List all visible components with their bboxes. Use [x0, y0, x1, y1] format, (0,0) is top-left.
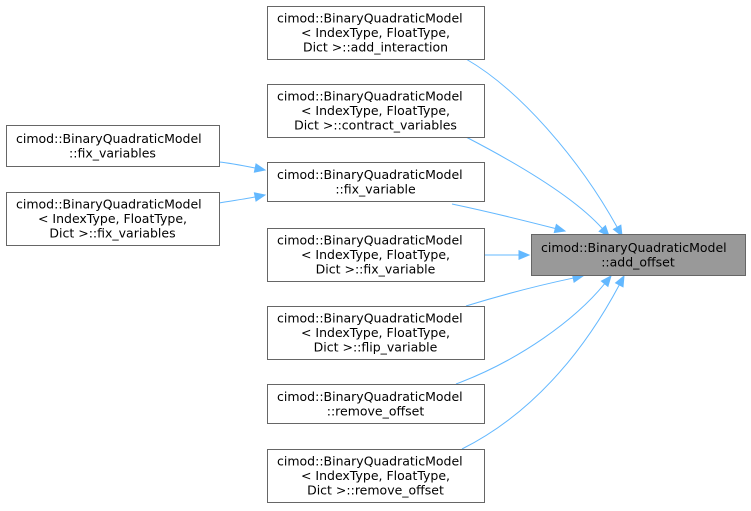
- node-fix_variables_short[interactable]: cimod::BinaryQuadraticModel::fix_variabl…: [6, 125, 220, 167]
- node-label-line: cimod::BinaryQuadraticModel: [16, 197, 202, 212]
- edge-fix_variable_short-to-add_offset: [451, 203, 567, 234]
- node-box: [267, 384, 485, 424]
- edge-add_interaction-to-add_offset: [465, 58, 623, 238]
- node-label-line: ::fix_variables: [69, 145, 156, 160]
- edge-layer: [218, 58, 625, 450]
- node-label-line: Dict >::add_interaction: [303, 40, 448, 55]
- edge-fix_variable_full-to-add_offset: [484, 250, 531, 260]
- node-contract_variables[interactable]: cimod::BinaryQuadraticModel< IndexType, …: [267, 84, 485, 138]
- node-box: [6, 125, 220, 167]
- node-fix_variable_full[interactable]: cimod::BinaryQuadraticModel< IndexType, …: [267, 228, 485, 282]
- edge-fix_variables_short-to-fix_variable_short: [218, 161, 267, 173]
- edge-fix_variables_full-to-fix_variable_short: [218, 192, 267, 204]
- arrowhead: [253, 163, 267, 173]
- arrowhead: [253, 192, 267, 202]
- node-add_interaction[interactable]: cimod::BinaryQuadraticModel< IndexType, …: [267, 6, 485, 60]
- node-box: [267, 228, 485, 282]
- node-box: [267, 84, 485, 138]
- arrowhead: [553, 223, 567, 234]
- arrowhead: [598, 224, 610, 237]
- node-label-line: cimod::BinaryQuadraticModel: [277, 89, 463, 104]
- node-label-line: cimod::BinaryQuadraticModel: [277, 311, 463, 326]
- edge-remove_offset_short-to-add_offset: [455, 275, 612, 385]
- node-label-line: < IndexType, FloatType,: [301, 468, 450, 483]
- node-label-line: Dict >::flip_variable: [314, 340, 438, 355]
- node-label-line: < IndexType, FloatType,: [301, 25, 450, 40]
- node-label-line: cimod::BinaryQuadraticModel: [277, 454, 463, 469]
- edge-line: [455, 283, 606, 385]
- node-box: [267, 449, 485, 503]
- edge-line: [451, 203, 556, 229]
- node-label-line: < IndexType, FloatType,: [38, 211, 187, 226]
- node-flip_variable[interactable]: cimod::BinaryQuadraticModel< IndexType, …: [267, 306, 485, 360]
- edge-flip_variable-to-add_offset: [465, 273, 585, 307]
- node-label-line: cimod::BinaryQuadraticModel: [277, 167, 463, 182]
- arrowhead: [600, 275, 612, 288]
- node-layer: cimod::BinaryQuadraticModel< IndexType, …: [6, 6, 746, 503]
- arrowhead: [518, 250, 531, 260]
- node-label-line: < IndexType, FloatType,: [301, 103, 450, 118]
- node-label-line: cimod::BinaryQuadraticModel: [16, 131, 202, 146]
- focus-node-add_offset[interactable]: cimod::BinaryQuadraticModel::add_offset: [531, 234, 746, 276]
- node-label-line: cimod::BinaryQuadraticModel: [277, 233, 463, 248]
- node-label-line: Dict >::fix_variable: [316, 262, 436, 277]
- edge-line: [461, 284, 620, 450]
- node-label-line: Dict >::remove_offset: [307, 483, 444, 498]
- node-box: [531, 234, 746, 276]
- node-label-line: cimod::BinaryQuadraticModel: [277, 11, 463, 26]
- node-fix_variable_short[interactable]: cimod::BinaryQuadraticModel::fix_variabl…: [267, 162, 485, 202]
- edge-line: [218, 196, 256, 204]
- node-box: [267, 306, 485, 360]
- node-label-line: cimod::BinaryQuadraticModel: [541, 240, 727, 255]
- node-fix_variables_full[interactable]: cimod::BinaryQuadraticModel< IndexType, …: [6, 192, 220, 246]
- arrowhead: [614, 274, 625, 288]
- edge-line: [465, 136, 603, 229]
- edge-line: [465, 58, 618, 228]
- edge-line: [218, 161, 256, 169]
- node-box: [267, 6, 485, 60]
- arrowhead: [612, 224, 623, 238]
- node-remove_offset_full[interactable]: cimod::BinaryQuadraticModel< IndexType, …: [267, 449, 485, 503]
- node-remove_offset_short[interactable]: cimod::BinaryQuadraticModel::remove_offs…: [267, 384, 485, 424]
- node-label-line: < IndexType, FloatType,: [301, 325, 450, 340]
- node-label-line: < IndexType, FloatType,: [301, 247, 450, 262]
- node-box: [6, 192, 220, 246]
- node-label-line: ::add_offset: [601, 254, 675, 269]
- node-box: [267, 162, 485, 202]
- node-label-line: Dict >::contract_variables: [294, 118, 457, 133]
- node-label-line: ::fix_variable: [335, 181, 416, 196]
- node-label-line: Dict >::fix_variables: [49, 226, 175, 241]
- edge-remove_offset_full-to-add_offset: [461, 274, 625, 450]
- node-label-line: cimod::BinaryQuadraticModel: [277, 389, 463, 404]
- edge-line: [465, 277, 574, 307]
- node-label-line: ::remove_offset: [327, 403, 425, 418]
- edge-contract_variables-to-add_offset: [465, 136, 610, 237]
